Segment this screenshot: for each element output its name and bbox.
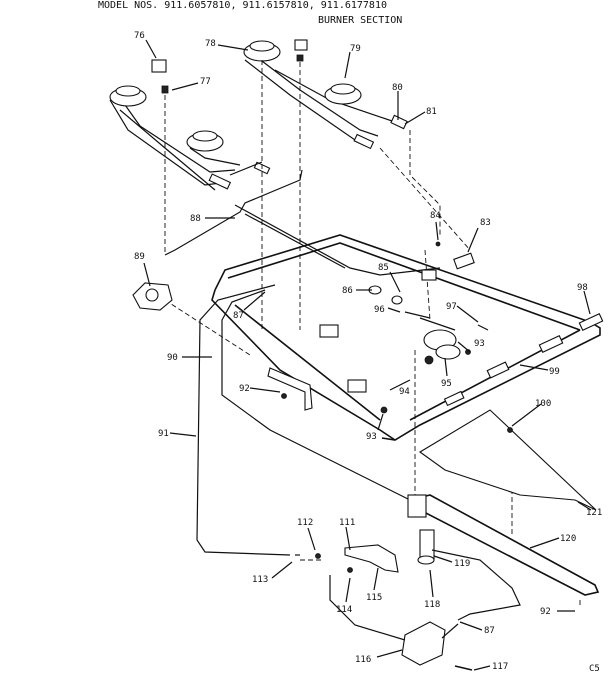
valve-85 [421,269,437,281]
thermostat-95 [419,317,461,365]
label-92-left: 92 [239,384,250,394]
label-87-upper: 87 [233,311,244,321]
label-113: 113 [252,575,268,585]
spark-rod-96 [404,311,431,319]
fitting-85b [391,295,403,305]
label-96: 96 [374,305,385,315]
label-79: 79 [350,44,361,54]
label-112: 112 [297,518,313,528]
screw-93 [380,406,388,414]
label-119: 119 [454,559,470,569]
burner-clip-top [294,39,308,51]
label-76: 76 [134,31,145,41]
gas-valve-116 [329,575,459,666]
label-117: 117 [492,662,508,672]
label-121: 121 [586,508,602,518]
valve-center [319,324,339,338]
label-91: 91 [158,429,169,439]
left-burner-assembly [109,85,271,191]
baffle-121 [419,409,597,511]
oven-burner-120 [407,494,600,621]
label-95: 95 [441,379,452,389]
label-115: 115 [366,593,382,603]
pilot-assembly-111 [295,544,399,573]
right-burner-assembly [243,40,408,150]
orifice-top [296,54,304,62]
pilot-tube-88 [164,169,303,256]
leader-lines [143,39,592,671]
screw-100 [507,427,513,433]
pilot-tube-88b [234,204,441,276]
tube-90 [221,289,411,501]
label-92-right: 92 [540,607,551,617]
model-numbers-header: MODEL NOS. 911.6057810, 911.6157810, 911… [98,0,387,11]
label-114: 114 [336,605,352,615]
manifold-frame [211,234,604,441]
corner-code: C5 [589,664,600,674]
label-93-lower: 93 [366,432,377,442]
valve-83 [435,241,475,270]
label-100: 100 [535,399,551,409]
label-116: 116 [355,655,371,665]
label-90: 90 [167,353,178,363]
label-98: 98 [577,283,588,293]
burner-clip-76 [151,59,167,73]
label-86: 86 [342,286,353,296]
bracket-92 [267,367,313,411]
label-88: 88 [190,214,201,224]
label-99: 99 [549,367,560,377]
label-77: 77 [200,77,211,87]
label-83: 83 [480,218,491,228]
label-94: 94 [399,387,410,397]
screw-117 [454,665,473,671]
label-97: 97 [446,302,457,312]
label-93-right: 93 [474,339,485,349]
label-87-lower: 87 [484,626,495,636]
label-81: 81 [426,107,437,117]
label-118: 118 [424,600,440,610]
tube-91 [196,284,291,556]
section-title: BURNER SECTION [318,15,402,26]
label-85: 85 [378,263,389,273]
pressure-regulator-89 [132,282,173,311]
label-89: 89 [134,252,145,262]
part-97 [477,324,489,331]
label-78: 78 [205,39,216,49]
orifice-77 [161,85,169,94]
label-120: 120 [560,534,576,544]
label-111: 111 [339,518,355,528]
part-labels: 76 77 78 79 80 81 83 84 85 86 87 87 88 8… [134,31,602,674]
valve-94 [347,379,367,393]
label-80: 80 [392,83,403,93]
label-84: 84 [430,211,441,221]
